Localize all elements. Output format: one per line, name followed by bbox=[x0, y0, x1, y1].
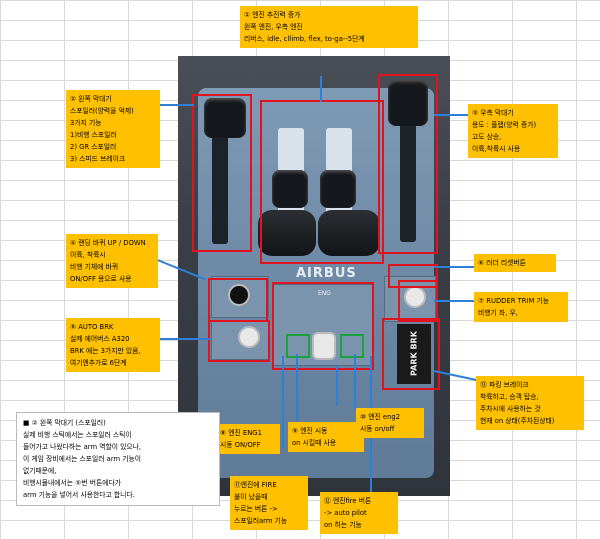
leader-line-2 bbox=[150, 104, 194, 106]
note-1-thrust: ① 엔진 추진력 증가 왼쪽 엔진, 우측 엔진 리버스, idle, clli… bbox=[240, 6, 418, 48]
throttle-lever-left bbox=[272, 170, 308, 208]
flap-lever bbox=[388, 80, 428, 126]
leader-line-8 bbox=[296, 354, 298, 424]
note-4-landing-gear: ④ 랜딩 바퀴 UP / DOWN 이륙, 착륙시 비행 기체에 바퀴 ON/O… bbox=[66, 234, 158, 288]
highlight-spoiler bbox=[192, 94, 252, 252]
spoiler-lever bbox=[204, 98, 246, 138]
note-8-eng1: ⑧ 엔진 ENG1 시동 ON/OFF bbox=[216, 424, 280, 454]
leader-line-11 bbox=[282, 356, 284, 448]
flap-slot bbox=[400, 110, 416, 242]
spoiler-slot bbox=[212, 118, 228, 244]
note-3-flaps: ③ 우측 막대기 용도 : 플랩(양력 증가) 고도 상승, 이륙,착륙시 사용 bbox=[468, 104, 558, 158]
note-2-spoiler: ② 왼쪽 막대기 스포일러(양력을 억제) 3가지 기능 1)비행 스포일러 2… bbox=[66, 90, 160, 168]
note-7-rudder-trim: ⑦ RUDDER TRIM 기능 비행기 좌, 우, bbox=[474, 292, 568, 322]
engine-start-knob bbox=[312, 332, 336, 360]
note-12-fire-autopilot: ⑫ 엔진fire 버튼 -> auto pilot on 하는 기능 bbox=[320, 492, 398, 534]
throttle-handle-right bbox=[318, 210, 380, 256]
airbus-logo: AIRBUS bbox=[296, 266, 357, 281]
leader-line-3 bbox=[434, 114, 468, 116]
highlight-park-brake bbox=[382, 318, 440, 390]
leader-line-10 bbox=[354, 354, 356, 410]
leader-line-1 bbox=[320, 76, 322, 102]
throttle-handle-left bbox=[258, 210, 316, 256]
note-6-rudder-reset: ⑥ 러더 리셋버튼 bbox=[474, 254, 556, 272]
highlight-eng1 bbox=[286, 334, 310, 358]
note-10-eng2: ⑩ 엔진 eng2 시동 on/off bbox=[356, 408, 424, 438]
landing-gear-switch bbox=[228, 284, 250, 306]
highlight-flaps bbox=[378, 74, 438, 254]
note-13-park-brake: ⑬ 파킹 브레이크 착륙하고, 승객 탑승, 주차시에 사용하는 것 현재 on… bbox=[476, 376, 584, 430]
summary-note: ■ ② 왼쪽 막대기 (스포일러) 실제 비행 스틱에서는 스포일러 스틱이 들… bbox=[16, 412, 220, 506]
leader-line-6 bbox=[434, 266, 474, 268]
eng-label: ENG bbox=[318, 290, 331, 297]
leader-line-5 bbox=[150, 338, 210, 340]
highlight-gear bbox=[208, 278, 268, 322]
note-11-fire: ⑪엔진에 FIRE 불이 났을때 누르는 버튼 -> 스포일러arm 기능 bbox=[230, 476, 308, 530]
highlight-rudder-reset bbox=[388, 264, 438, 288]
auto-brake-knob bbox=[238, 326, 260, 348]
note-5-auto-brake: ⑤ AUTO BRK 실제 에어버스 A320 BRK 에는 3가지만 있음, … bbox=[66, 318, 160, 372]
leader-line-7 bbox=[434, 300, 474, 302]
highlight-throttle bbox=[260, 100, 384, 264]
highlight-eng2 bbox=[340, 334, 364, 358]
highlight-autobrake bbox=[208, 320, 270, 362]
throttle-lever-right bbox=[320, 170, 356, 208]
highlight-engine bbox=[272, 282, 374, 370]
note-9-engine-start: ⑨ 엔진 시동 on 시킬때 사용 bbox=[288, 422, 364, 452]
leader-line-9 bbox=[336, 366, 338, 406]
highlight-rudder-trim bbox=[398, 280, 438, 322]
